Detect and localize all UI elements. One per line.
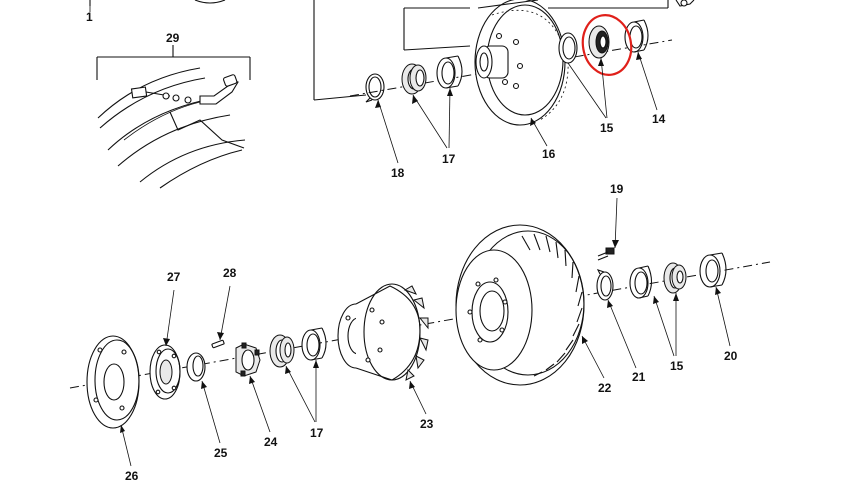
callout-22: 22 (598, 381, 612, 395)
bearing-cone-15-upper (588, 25, 610, 59)
callout-14: 14 (652, 112, 666, 126)
leaders-top (89, 6, 658, 164)
grease-seal-20 (699, 252, 727, 288)
bearing-cone-17-upper (401, 63, 427, 95)
lock-ring-25 (186, 352, 206, 382)
callout-23: 23 (420, 417, 434, 431)
callout-29: 29 (166, 31, 180, 45)
callout-19: 19 (610, 182, 624, 196)
cotter-pin-28 (211, 339, 225, 349)
callout-labels: 1 29 18 17 16 15 14 19 27 28 26 25 24 17… (86, 10, 738, 483)
callout-17-upper: 17 (442, 152, 456, 166)
spindle-nut-24 (235, 342, 261, 377)
bearing-cup-17-upper (436, 55, 463, 89)
callout-25: 25 (214, 446, 228, 460)
callout-1: 1 (86, 10, 93, 24)
bearing-cup-15-upper (558, 32, 578, 64)
callout-27: 27 (167, 270, 181, 284)
callout-18: 18 (391, 166, 405, 180)
bolt-19 (597, 247, 615, 261)
top-reference-frame (313, 0, 669, 101)
callout-15-lower: 15 (670, 359, 684, 373)
callout-26: 26 (125, 469, 139, 483)
callout-20: 20 (724, 349, 738, 363)
backing-plate-26 (86, 335, 140, 429)
axle-nut-fragment (675, 0, 695, 7)
snap-ring-21 (596, 269, 614, 301)
bearing-cone-15-lower (663, 262, 687, 294)
item-1-fragment (89, 0, 226, 6)
rotor-hub-16 (474, 0, 569, 126)
hub-23 (337, 283, 429, 381)
inset-29-valve-stem-detail (96, 45, 251, 189)
callout-24: 24 (264, 435, 278, 449)
bearing-cone-17-lower (269, 334, 295, 368)
upper-axis-line (349, 39, 673, 97)
retainer-27 (149, 344, 181, 400)
callout-16: 16 (542, 147, 556, 161)
callout-28: 28 (223, 266, 237, 280)
brake-drum-22 (455, 224, 585, 386)
callout-21: 21 (632, 370, 646, 384)
callout-15-upper: 15 (600, 121, 614, 135)
callout-17-lower: 17 (310, 426, 324, 440)
snap-ring-18 (365, 73, 385, 103)
bearing-cup-15-lower (629, 265, 653, 299)
grease-seal-14 (624, 19, 649, 53)
highlight-circle (581, 14, 633, 76)
leaders-bottom (120, 197, 731, 467)
bearing-cup-17-lower (301, 327, 327, 361)
